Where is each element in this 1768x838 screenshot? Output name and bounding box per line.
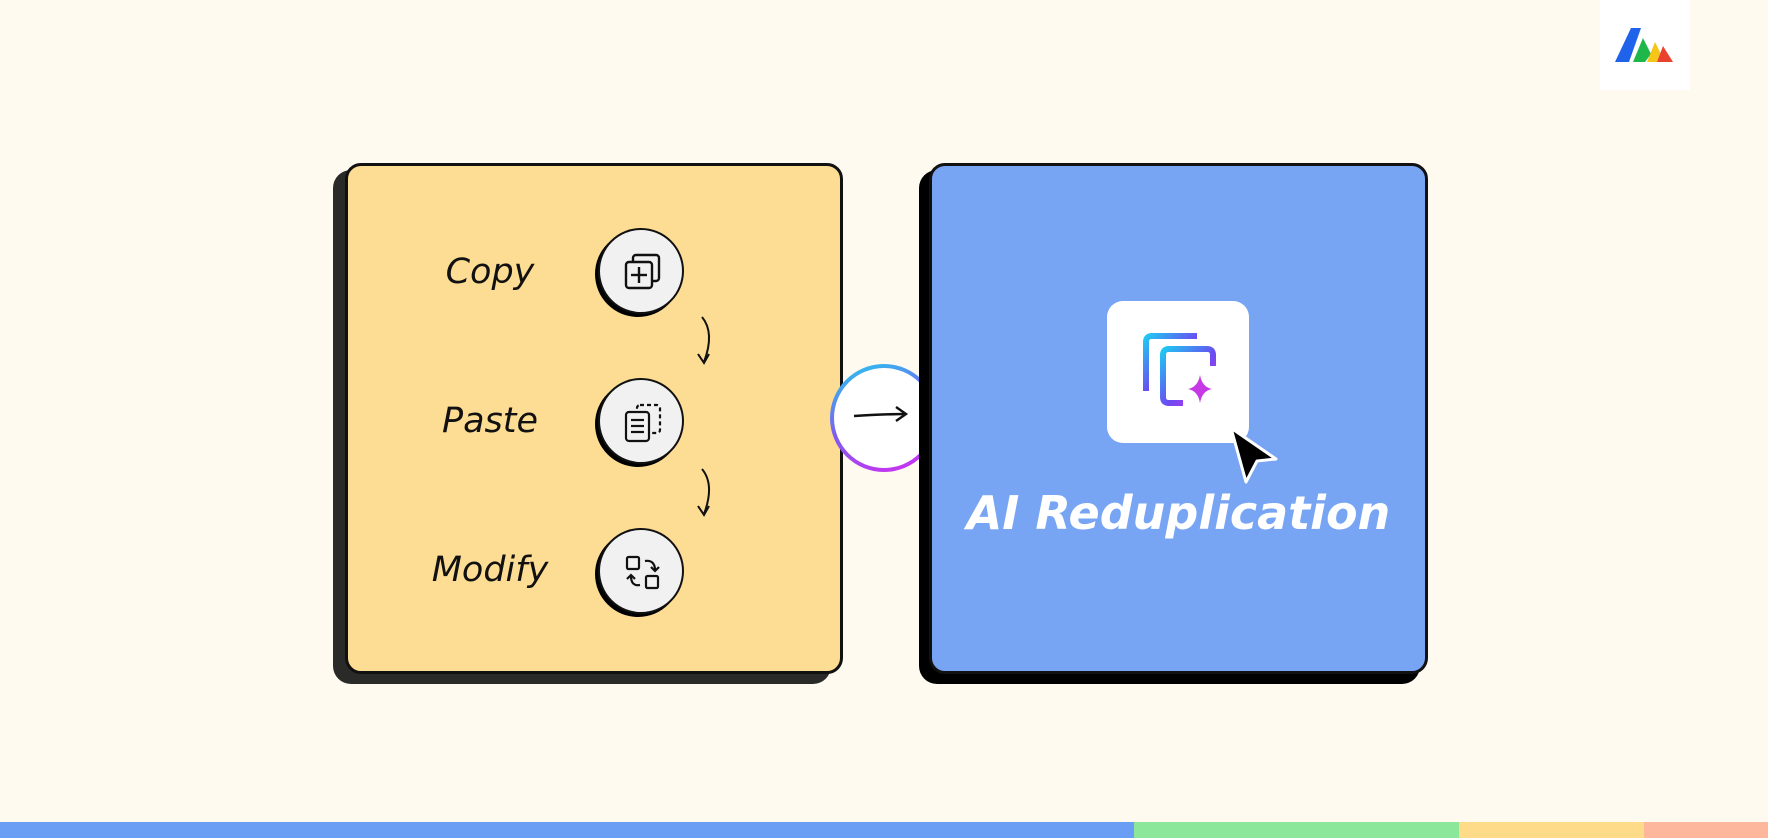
step-label-paste: Paste: [441, 401, 539, 441]
modify-swap-icon: [625, 555, 660, 590]
copy-plus-icon: [624, 253, 661, 290]
flow-arrow-down-icon: [697, 316, 710, 365]
paste-step-icon-button: [595, 378, 684, 467]
paste-document-icon: [624, 403, 662, 443]
bottom-bar-segment-orange: [1644, 822, 1768, 838]
manual-process-card: [345, 163, 843, 674]
feature-title: AI Reduplication: [966, 486, 1391, 540]
ai-reduplication-icon-tile[interactable]: [1107, 301, 1249, 443]
bottom-bar-segment-yellow: [1459, 822, 1644, 838]
bottom-color-bar: [0, 822, 1768, 838]
bottom-bar-segment-green: [1134, 822, 1459, 838]
step-label-modify: Modify: [431, 550, 549, 590]
step-label-copy: Copy: [445, 252, 535, 292]
bottom-bar-segment-blue: [0, 822, 1134, 838]
mouse-pointer-icon: [1229, 426, 1278, 484]
copy-step-icon-button: [595, 228, 684, 317]
right-arrow-icon: [853, 406, 909, 422]
flow-arrow-down-icon: [697, 468, 710, 517]
app-logo[interactable]: [1600, 0, 1690, 90]
ai-reduplication-icon: [1143, 333, 1216, 406]
modify-step-icon-button: [595, 528, 684, 617]
logo-icon: [1615, 28, 1673, 62]
